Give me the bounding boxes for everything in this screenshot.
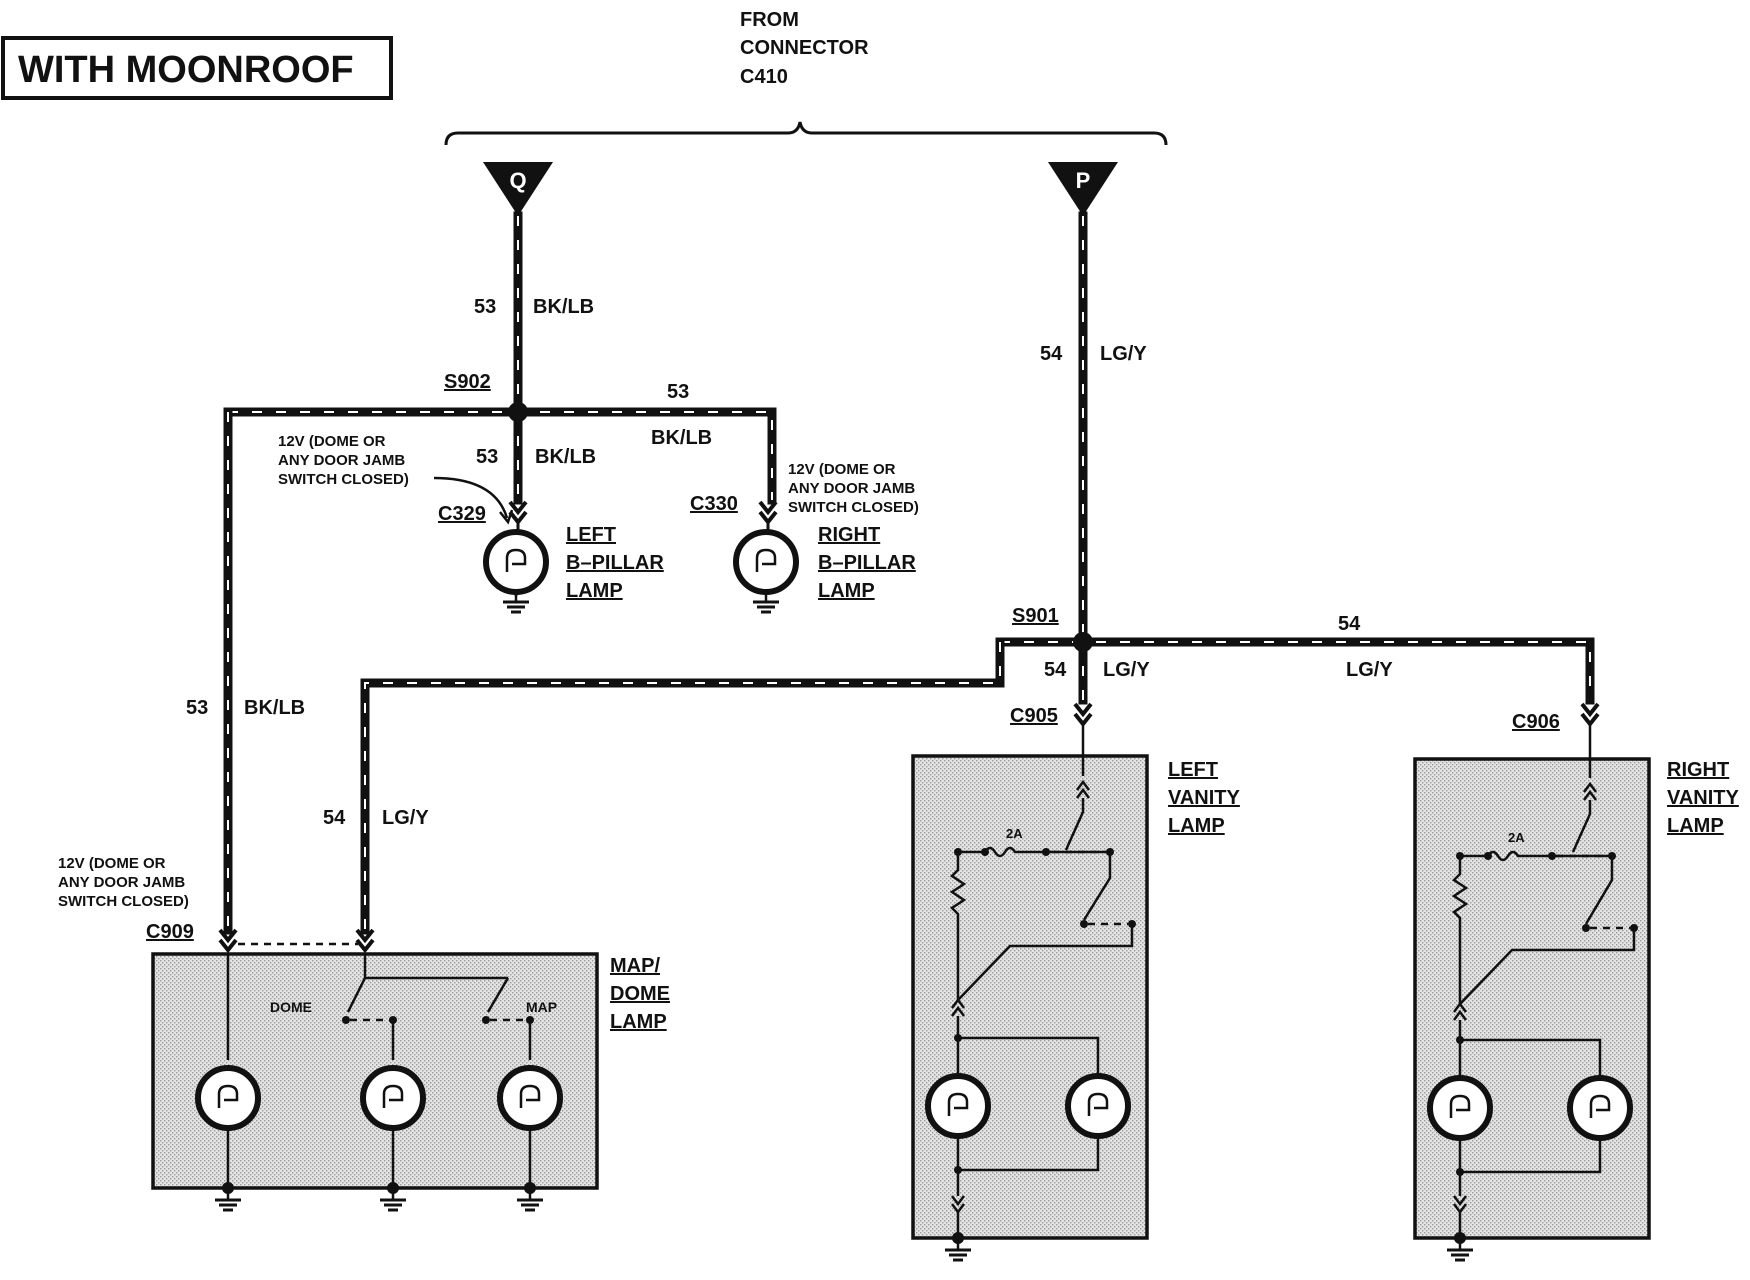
- svg-text:53: 53: [474, 296, 496, 318]
- map-switch-label: MAP: [526, 999, 557, 1015]
- svg-text:VANITY: VANITY: [1168, 787, 1241, 809]
- svg-text:BK/LB: BK/LB: [533, 296, 594, 318]
- svg-text:ANY DOOR JAMB: ANY DOOR JAMB: [58, 874, 185, 891]
- svg-text:LG/Y: LG/Y: [1346, 659, 1393, 681]
- svg-text:BK/LB: BK/LB: [651, 427, 712, 449]
- bulb-icon: [928, 1076, 988, 1136]
- svg-text:B–PILLAR: B–PILLAR: [818, 552, 916, 574]
- svg-text:B–PILLAR: B–PILLAR: [566, 552, 664, 574]
- map-dome-lamp-module: C909 DOME MAP MAP/ DOME LAMP: [146, 921, 670, 1212]
- svg-text:MAP/: MAP/: [610, 955, 660, 977]
- svg-text:RIGHT: RIGHT: [1667, 759, 1729, 781]
- svg-text:LG/Y: LG/Y: [1103, 659, 1150, 681]
- ground-icon: [378, 1188, 408, 1212]
- svg-text:LEFT: LEFT: [1168, 759, 1218, 781]
- ground-icon: [501, 590, 531, 614]
- svg-text:LAMP: LAMP: [818, 580, 875, 602]
- svg-text:54: 54: [323, 807, 346, 829]
- svg-text:LAMP: LAMP: [1168, 815, 1225, 837]
- title-box: WITH MOONROOF: [1, 36, 393, 100]
- source-line-1: FROM: [740, 9, 799, 31]
- fuse-label: 2A: [1508, 830, 1525, 845]
- connector-c906: C906: [1512, 711, 1560, 733]
- ground-icon: [1445, 1238, 1475, 1262]
- svg-text:LAMP: LAMP: [566, 580, 623, 602]
- fuse-label: 2A: [1006, 826, 1023, 841]
- source-connector-label: FROM CONNECTOR C410: [740, 9, 869, 88]
- terminal-p: P: [1048, 162, 1118, 216]
- source-brace: [444, 121, 1168, 146]
- dome-switch-label: DOME: [270, 999, 312, 1015]
- bulb-icon: [363, 1068, 423, 1128]
- note-c329: 12V (DOME OR ANY DOOR JAMB SWITCH CLOSED…: [278, 433, 514, 525]
- svg-text:53: 53: [186, 697, 208, 719]
- svg-text:P: P: [1076, 168, 1091, 193]
- note-c909: 12V (DOME OR ANY DOOR JAMB SWITCH CLOSED…: [58, 855, 189, 910]
- svg-text:RIGHT: RIGHT: [818, 524, 880, 546]
- ground-icon: [213, 1188, 243, 1212]
- svg-text:VANITY: VANITY: [1667, 787, 1740, 809]
- splice-s901-dot: [1073, 632, 1093, 652]
- svg-text:LEFT: LEFT: [566, 524, 616, 546]
- svg-text:Q: Q: [509, 168, 526, 193]
- note-c330: 12V (DOME OR ANY DOOR JAMB SWITCH CLOSED…: [788, 461, 919, 516]
- svg-text:DOME: DOME: [610, 983, 670, 1005]
- svg-text:BK/LB: BK/LB: [244, 697, 305, 719]
- ground-icon: [943, 1238, 973, 1262]
- bulb-icon: [1430, 1078, 1490, 1138]
- connector-c330: C330: [690, 493, 738, 515]
- svg-text:LAMP: LAMP: [610, 1011, 667, 1033]
- svg-text:53: 53: [667, 381, 689, 403]
- svg-text:LG/Y: LG/Y: [1100, 343, 1147, 365]
- source-line-2: CONNECTOR: [740, 37, 869, 59]
- splice-s902-label: S902: [444, 371, 491, 393]
- svg-text:LG/Y: LG/Y: [382, 807, 429, 829]
- connector-c905: C905: [1010, 705, 1058, 727]
- ground-icon: [751, 590, 781, 614]
- svg-text:ANY DOOR JAMB: ANY DOOR JAMB: [788, 480, 915, 497]
- right-vanity-lamp-module: C906 2A RIGHT VANITY LAMP: [1413, 702, 1740, 1262]
- svg-text:ANY DOOR JAMB: ANY DOOR JAMB: [278, 452, 405, 469]
- svg-text:SWITCH CLOSED): SWITCH CLOSED): [788, 499, 919, 516]
- connector-c909: C909: [146, 921, 194, 943]
- svg-text:LAMP: LAMP: [1667, 815, 1724, 837]
- bulb-icon: [500, 1068, 560, 1128]
- terminal-q: Q: [483, 162, 553, 216]
- bulb-icon: [1068, 1076, 1128, 1136]
- svg-text:12V (DOME OR: 12V (DOME OR: [278, 433, 386, 450]
- splice-s901-label: S901: [1012, 605, 1059, 627]
- bulb-icon: [198, 1068, 258, 1128]
- wires: [223, 211, 1595, 935]
- svg-text:54: 54: [1338, 613, 1361, 635]
- svg-text:SWITCH CLOSED): SWITCH CLOSED): [278, 471, 409, 488]
- left-bpillar-lamp: C329 LEFT B–PILLAR LAMP: [438, 500, 664, 614]
- splice-s902-dot: [508, 402, 528, 422]
- bulb-icon: [486, 532, 546, 592]
- svg-text:54: 54: [1044, 659, 1067, 681]
- svg-text:54: 54: [1040, 343, 1063, 365]
- wire-labels: 53 BK/LB 53 BK/LB 53 BK/LB 53 BK/LB 54 L…: [186, 296, 1393, 829]
- right-bpillar-lamp: C330 RIGHT B–PILLAR LAMP: [690, 493, 916, 614]
- left-vanity-lamp-module: C905 2A LEFT VANITY LAMP: [911, 702, 1241, 1262]
- svg-text:BK/LB: BK/LB: [535, 446, 596, 468]
- page-title: WITH MOONROOF: [18, 49, 354, 91]
- bulb-icon: [1570, 1078, 1630, 1138]
- bulb-icon: [736, 532, 796, 592]
- svg-text:12V (DOME OR: 12V (DOME OR: [788, 461, 896, 478]
- svg-text:SWITCH CLOSED): SWITCH CLOSED): [58, 893, 189, 910]
- svg-text:12V (DOME OR: 12V (DOME OR: [58, 855, 166, 872]
- connector-c329: C329: [438, 503, 486, 525]
- source-line-3: C410: [740, 66, 788, 88]
- ground-icon: [515, 1188, 545, 1212]
- svg-text:53: 53: [476, 446, 498, 468]
